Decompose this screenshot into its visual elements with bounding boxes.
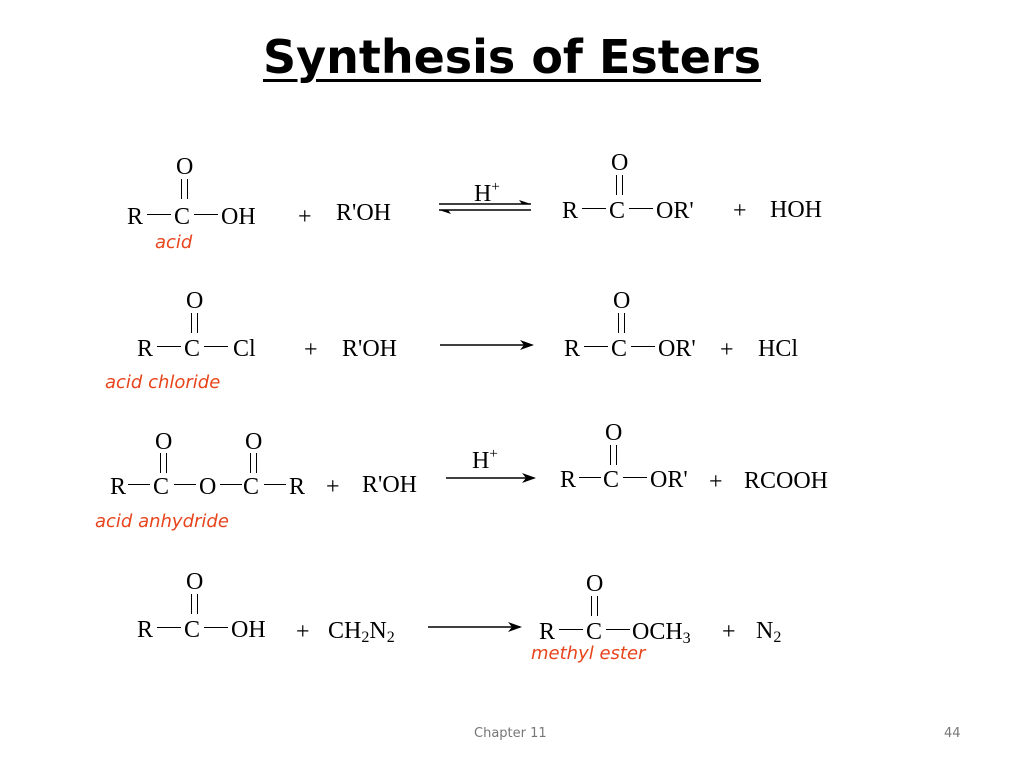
- atom-c: C: [586, 619, 603, 645]
- single-bond: [174, 484, 196, 485]
- catalyst-h-plus: H+: [472, 446, 498, 474]
- reagent: R'OH: [362, 472, 417, 498]
- plus-sign: +: [326, 474, 340, 500]
- atom-o: O: [186, 288, 204, 314]
- group-or-prime: OR': [650, 467, 688, 493]
- equilibrium-arrow: [439, 200, 531, 214]
- double-bond: [250, 453, 257, 473]
- single-bond: [157, 346, 181, 347]
- single-bond: [157, 627, 181, 628]
- byproduct-n2: N2: [756, 618, 782, 646]
- single-bond: [579, 477, 601, 478]
- product-name: methyl ester: [531, 643, 646, 664]
- single-bond: [194, 214, 218, 215]
- atom-r: R: [110, 474, 127, 500]
- reagent: R'OH: [336, 200, 391, 226]
- double-bond: [591, 596, 598, 616]
- double-bond: [610, 445, 617, 465]
- atom-c: C: [153, 474, 170, 500]
- single-bond: [204, 627, 228, 628]
- atom-o: O: [176, 154, 194, 180]
- single-bond: [559, 629, 583, 630]
- reaction-arrow: [446, 473, 536, 483]
- footer-chapter: Chapter 11: [474, 726, 547, 741]
- page-number: 44: [944, 726, 961, 741]
- reaction-arrow: [428, 622, 522, 632]
- atom-o: O: [155, 429, 173, 455]
- atom-c: C: [174, 204, 191, 230]
- atom-c: C: [184, 617, 201, 643]
- single-bond: [147, 214, 171, 215]
- atom-r: R: [560, 467, 577, 493]
- atom-r: R: [127, 204, 144, 230]
- reactant-name: acid chloride: [105, 372, 221, 393]
- byproduct: HCl: [758, 336, 799, 362]
- double-bond: [616, 175, 623, 195]
- atom-c: C: [611, 336, 628, 362]
- single-bond: [264, 484, 286, 485]
- byproduct: RCOOH: [744, 468, 829, 494]
- group-or-prime: OR': [656, 198, 694, 224]
- atom-o: O: [605, 420, 623, 446]
- catalyst-h-plus: H+: [474, 179, 500, 207]
- single-bond: [629, 208, 653, 209]
- single-bond: [623, 477, 647, 478]
- atom-o: O: [199, 474, 217, 500]
- atom-r: R: [562, 198, 579, 224]
- double-bond: [618, 313, 625, 333]
- reactant-name: acid anhydride: [95, 511, 229, 532]
- atom-r: R: [137, 617, 154, 643]
- double-bond: [191, 594, 198, 614]
- plus-sign: +: [296, 619, 310, 645]
- double-bond: [181, 179, 188, 199]
- group-or-prime: OR': [658, 336, 696, 362]
- group-oh: OH: [221, 204, 256, 230]
- atom-c: C: [603, 467, 620, 493]
- reaction-arrow: [440, 340, 534, 350]
- single-bond: [128, 484, 150, 485]
- atom-c: C: [184, 336, 201, 362]
- byproduct: HOH: [770, 197, 822, 223]
- single-bond: [220, 484, 242, 485]
- double-bond: [191, 313, 198, 333]
- atom-cl: Cl: [233, 336, 256, 362]
- atom-r: R: [137, 336, 154, 362]
- plus-sign: +: [720, 337, 734, 363]
- reagent-diazomethane: CH2N2: [328, 618, 395, 646]
- atom-c: C: [609, 198, 626, 224]
- single-bond: [631, 346, 655, 347]
- atom-r: R: [289, 474, 306, 500]
- single-bond: [582, 208, 606, 209]
- single-bond: [606, 629, 630, 630]
- plus-sign: +: [733, 198, 747, 224]
- atom-o: O: [186, 569, 204, 595]
- atom-o: O: [586, 571, 604, 597]
- atom-r: R: [539, 619, 556, 645]
- reactant-name: acid: [155, 232, 193, 253]
- single-bond: [584, 346, 608, 347]
- atom-r: R: [564, 336, 581, 362]
- single-bond: [204, 346, 228, 347]
- plus-sign: +: [304, 337, 318, 363]
- group-oh: OH: [231, 617, 266, 643]
- atom-o: O: [611, 150, 629, 176]
- atom-o: O: [613, 288, 631, 314]
- atom-o: O: [245, 429, 263, 455]
- reagent: R'OH: [342, 336, 397, 362]
- plus-sign: +: [298, 204, 312, 230]
- atom-c: C: [243, 474, 260, 500]
- double-bond: [160, 453, 167, 473]
- plus-sign: +: [722, 619, 736, 645]
- slide-title: Synthesis of Esters: [262, 30, 762, 84]
- plus-sign: +: [709, 469, 723, 495]
- group-och3: OCH3: [632, 619, 691, 647]
